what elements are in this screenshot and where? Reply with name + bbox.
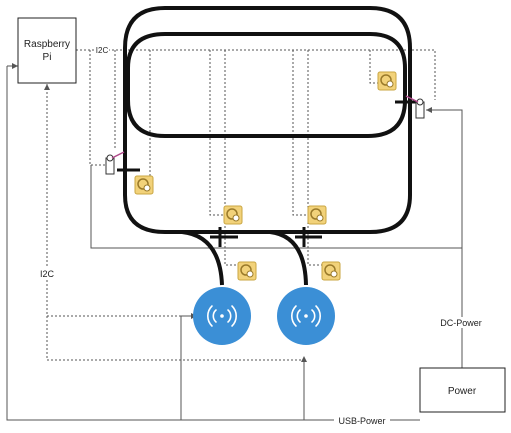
power-box: Power xyxy=(419,367,506,413)
i2c-top-label: I2C xyxy=(96,46,109,55)
power-wires xyxy=(6,65,463,421)
usb-reader-left-wire xyxy=(180,315,192,420)
arrow-to-pi xyxy=(12,63,18,69)
track-switches xyxy=(117,100,418,247)
i2c-top-wire xyxy=(56,49,436,100)
branch-right xyxy=(269,230,308,286)
power-label: Power xyxy=(448,386,477,397)
outer-track-loop xyxy=(123,6,412,234)
raspberry-pi-box: Raspberry Pi xyxy=(17,17,77,84)
wire-left-servo xyxy=(89,50,106,166)
i2c-left-label: I2C xyxy=(40,269,55,279)
sensor-icon xyxy=(223,205,243,225)
wireless-signal-icon xyxy=(291,305,321,327)
usb-power-wire xyxy=(6,66,420,421)
sensor-icon xyxy=(307,205,327,225)
dc-power-wire xyxy=(426,109,463,368)
wireless-signal-icon xyxy=(207,305,237,327)
servo-motor-icon xyxy=(105,151,125,175)
branch-left xyxy=(181,230,224,286)
arrow-to-right-servo xyxy=(426,107,432,113)
wireless-reader-right xyxy=(277,287,335,345)
sensor-badges xyxy=(134,71,397,281)
i2c-left-wire xyxy=(46,84,304,361)
edge-labels: I2C I2C DC-Power USB-Power xyxy=(39,45,486,426)
servo-motor-icon xyxy=(405,95,425,119)
dc-power-left-wire xyxy=(90,165,462,249)
sensor-icon xyxy=(321,261,341,281)
servo-arm xyxy=(111,151,125,159)
inner-track-loop xyxy=(126,32,407,138)
arrow-to-reader-right xyxy=(301,356,307,362)
raspberry-pi-label-line2: Pi xyxy=(43,52,52,63)
dc-power-label: DC-Power xyxy=(440,318,482,328)
raspberry-pi-label-line1: Raspberry xyxy=(24,39,70,50)
sensor-icon xyxy=(237,261,257,281)
sensor-icon xyxy=(134,175,154,195)
track xyxy=(123,6,412,286)
wire-lower-right-badge xyxy=(307,50,328,266)
servo-arm xyxy=(405,95,419,103)
wire-mid-right-badge xyxy=(292,50,316,216)
usb-power-label: USB-Power xyxy=(338,416,385,426)
wire-mid-left-badge xyxy=(209,50,232,216)
wireless-reader-left xyxy=(193,287,251,345)
sensor-icon xyxy=(377,71,397,91)
arrow-i2c-to-pi xyxy=(44,84,50,90)
